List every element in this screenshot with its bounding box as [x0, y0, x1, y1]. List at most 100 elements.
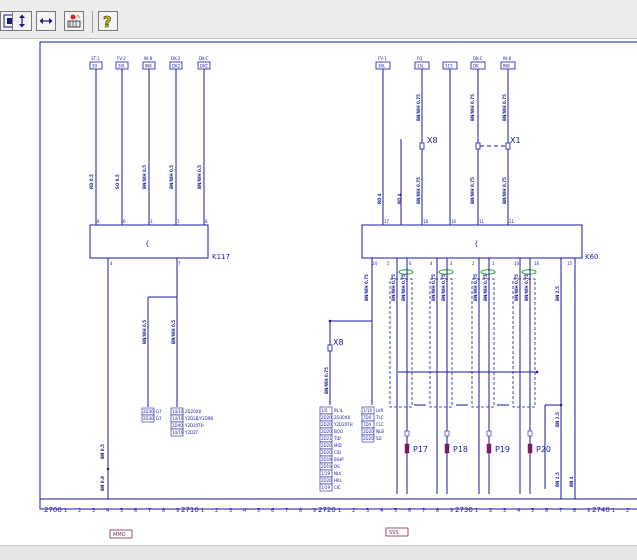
wire-label: BN/WH 0.75 — [514, 274, 519, 301]
fuse-body — [486, 443, 492, 454]
help-button[interactable]: ? — [98, 11, 118, 31]
ruler-minor-label: 7 — [285, 508, 288, 514]
ruler-minor-label: 4 — [243, 508, 246, 514]
module-pin-label: 21 — [509, 219, 515, 224]
fuse-body — [404, 443, 410, 454]
terminal-label: 30 — [92, 64, 98, 69]
ruler-minor-label: 5 — [120, 508, 123, 514]
ruler-minor-label: 8 — [299, 508, 302, 514]
fuse-label: P20 — [536, 445, 551, 454]
toolbar: ? — [0, 0, 637, 39]
module-pin-label: 2 — [472, 261, 475, 266]
table-c-cell-label: 2D19 — [321, 457, 332, 462]
module-pin-label: 3 — [150, 219, 153, 224]
table-d-cell — [361, 434, 375, 443]
ruler-minor-label: 2 — [626, 508, 629, 514]
ruler-minor-label: 8 — [573, 508, 576, 514]
terminal-label: DK — [473, 64, 479, 69]
module-pin-label: 18 — [423, 219, 429, 224]
wire-label: BN/WH 0.75 — [483, 274, 488, 301]
module-pin-label: 1 — [177, 219, 180, 224]
sheet-tag-box — [385, 527, 409, 537]
connector-pin — [404, 430, 410, 437]
table-c-value: CIC — [334, 485, 341, 490]
ruler-minor-label: 5 — [531, 508, 534, 514]
table-c-value: CID — [334, 450, 341, 455]
module-pin-label: 5 — [387, 261, 390, 266]
ruler-minor-label: 4 — [517, 508, 520, 514]
table-c-cell-label: 2D20 — [321, 429, 332, 434]
wire-label: BN/WH 0.5 — [169, 165, 174, 189]
wire-label: BN/WH 0.75 — [502, 94, 507, 121]
connector-label: X1 — [510, 136, 521, 145]
table-c-cell — [319, 483, 333, 492]
ruler-section-label: 2730 — [455, 506, 473, 514]
table-b-cell-label: 14/19 — [172, 409, 184, 414]
ruler-minor-label: 1 — [338, 508, 341, 514]
fit-height-button[interactable] — [12, 11, 32, 31]
ruler-minor-label: 7 — [559, 508, 562, 514]
fit-height-icon — [19, 14, 25, 28]
terminal-top-label: FQ — [417, 56, 422, 61]
ruler-minor-label: 3 — [92, 508, 95, 514]
table-b-cell-label: 2D40 — [172, 423, 183, 428]
table-d-value: LVR — [376, 408, 384, 413]
table-d-cell-label: 7D0 — [363, 422, 372, 427]
wire-label: BN/WH 0.75 — [401, 274, 406, 301]
module-pin-label: 24 — [372, 261, 378, 266]
shield-box — [471, 278, 495, 408]
ruler-minor-label: 5 — [394, 508, 397, 514]
wire-label: BN/WH 0.5 — [197, 165, 202, 189]
module-k117-symbol: { — [145, 240, 149, 248]
ruler-minor-label: 7 — [148, 508, 151, 514]
module-k60-ref: K60 — [585, 253, 599, 261]
connector-pin — [419, 142, 425, 150]
junction-dot — [328, 319, 332, 323]
component-locator-icon — [67, 14, 81, 28]
wire-label: BN 4 — [569, 476, 574, 487]
ruler-minor-label: 3 — [366, 508, 369, 514]
table-c-cell-label: 1/0 — [321, 408, 328, 413]
table-d-value: NLB — [376, 429, 384, 434]
terminal-top-label: IN-8 — [503, 56, 512, 61]
ruler-minor-label: 2 — [352, 508, 355, 514]
terminal-top-label: DK-2 — [171, 56, 181, 61]
ruler-minor-label: 3 — [503, 508, 506, 514]
module-pin-label: 3 — [450, 261, 453, 266]
wire-label: BN/WH 0.5 — [142, 320, 147, 344]
table-c-value: B/HP — [334, 457, 344, 462]
ruler-minor-label: 2 — [489, 508, 492, 514]
component-locator-button[interactable] — [64, 11, 84, 31]
connector-label: X8 — [333, 338, 344, 347]
wire-label: BN/WH 0.75 — [324, 367, 329, 394]
ruler-minor-label: 6 — [545, 508, 548, 514]
wire-label: BN/WH 0.75 — [416, 94, 421, 121]
terminal-label: 30L — [378, 64, 386, 69]
ruler-section-label: 2740 — [592, 506, 610, 514]
module-pin-label: 10 — [514, 261, 520, 266]
terminal-label: 30L — [118, 64, 126, 69]
ruler-minor-label: 2 — [215, 508, 218, 514]
table-c-value: DS — [334, 464, 340, 469]
sheet-tag-label: MMO — [113, 532, 126, 538]
module-pin-label: 16 — [534, 261, 540, 266]
table-b-cell — [170, 428, 184, 437]
table-c-cell-label: 1/19 — [321, 485, 330, 490]
module-pin-label: 8 — [205, 219, 208, 224]
table-a-value: G7 — [156, 409, 162, 414]
table-d-cell-label: 7D0 — [363, 415, 372, 420]
shield-box — [512, 278, 536, 408]
module-k60-box — [361, 224, 583, 259]
terminal-label: 15L — [417, 64, 425, 69]
help-glyph: ? — [103, 13, 112, 30]
fit-width-button[interactable] — [36, 11, 56, 31]
ruler-minor-label: 9 — [313, 508, 316, 514]
connector-pin — [486, 430, 492, 437]
table-d-value: CLC — [376, 422, 384, 427]
terminal-label: IN8 — [503, 64, 510, 69]
wire-label: BN 2.5 — [555, 286, 560, 301]
fuse-body — [444, 443, 450, 454]
table-c-value: TID — [333, 436, 341, 441]
